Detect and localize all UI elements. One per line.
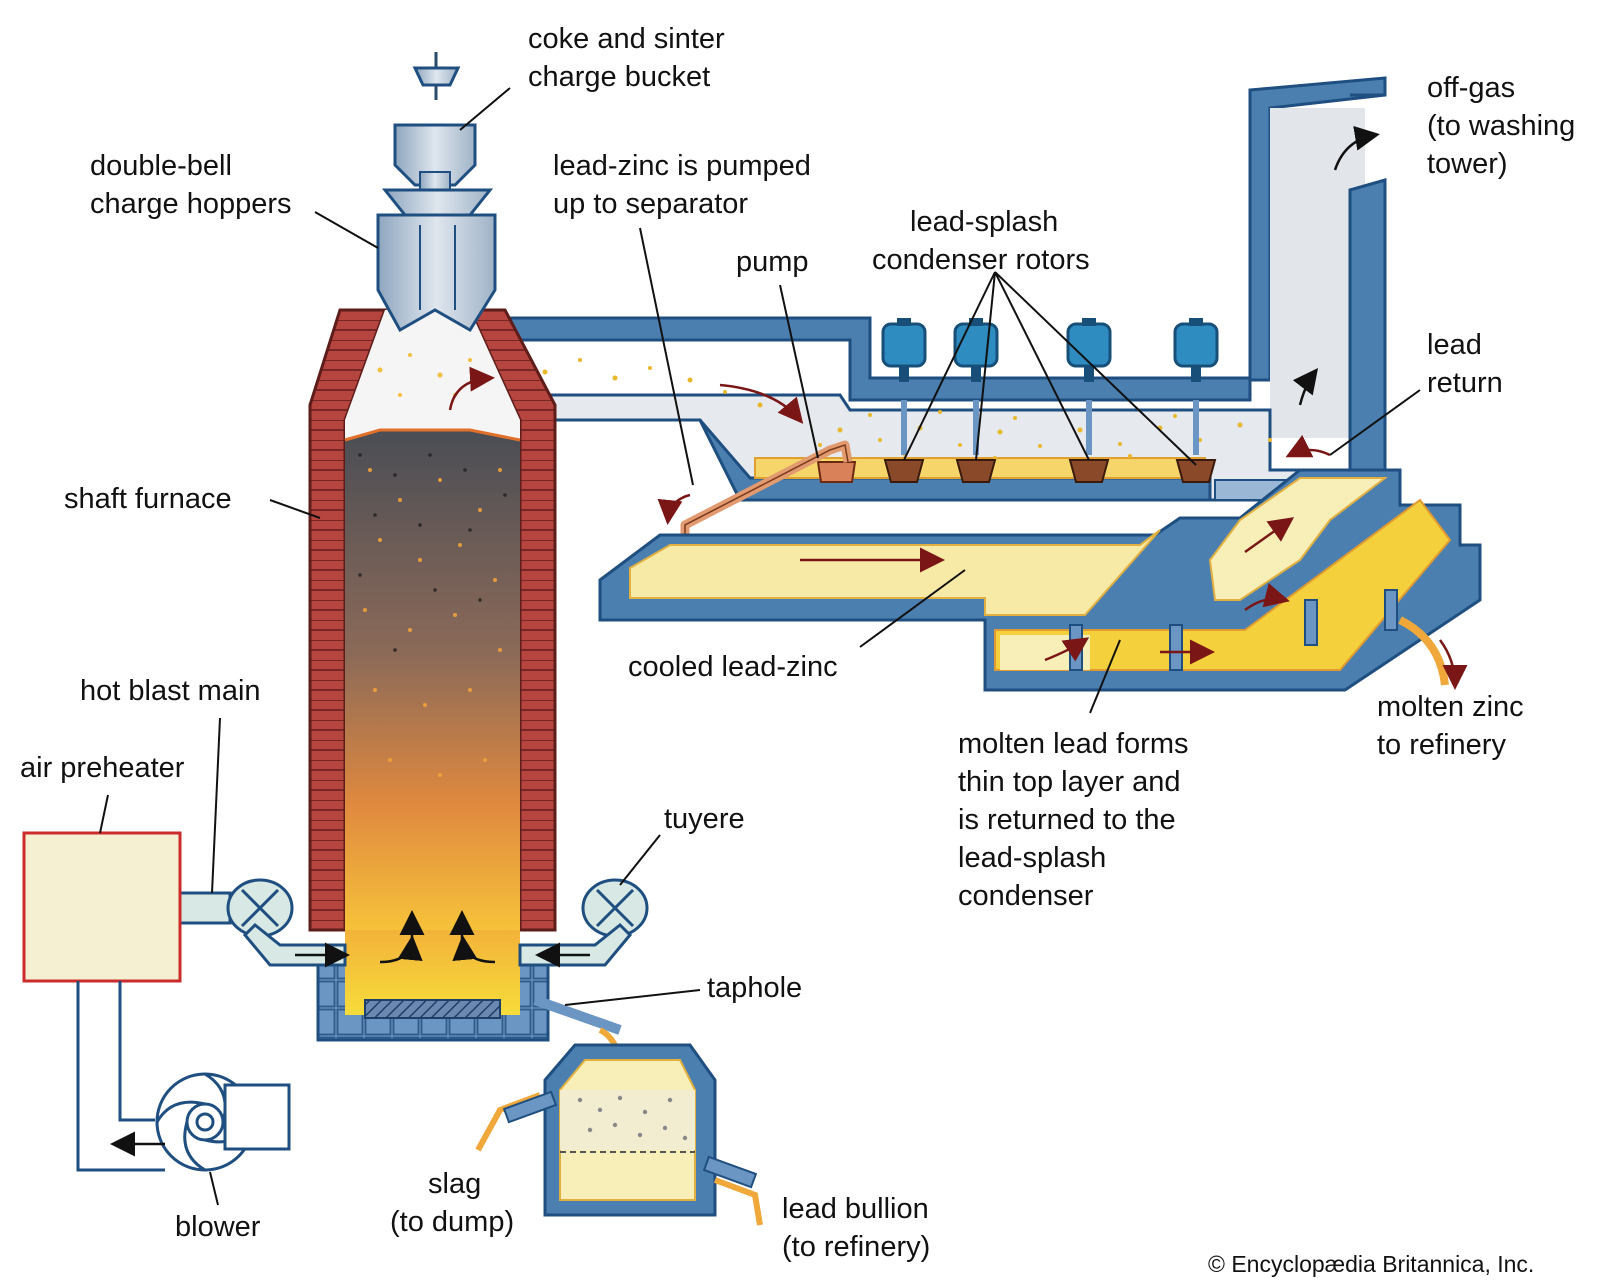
pump-label: pump [736,246,809,278]
charge-hoppers [376,52,497,333]
shaft-furnace-label: shaft furnace [64,483,232,515]
copyright-credit: © Encyclopædia Britannica, Inc. [1208,1251,1535,1277]
shaft-furnace-body [308,308,557,932]
hot-blast-label: hot blast main [80,675,261,707]
rotor-4 [1173,318,1219,483]
blower-label: blower [175,1211,261,1243]
slag-ladle [475,995,763,1226]
tuyere-label: tuyere [664,803,745,835]
slag-label: slag(to dump) [390,1168,515,1238]
air-preheater-box [22,831,182,983]
cooling-launder [598,125,1482,692]
air-preheater-label: air preheater [20,752,185,784]
furnace-hearth [316,910,550,1042]
blower-unit [76,981,291,1172]
taphole-label: taphole [707,972,803,1004]
rotor-1 [881,318,927,483]
offgas-duct [1248,76,1387,472]
lead-bullion-label: lead bullion(to refinery) [782,1193,931,1263]
rotor-3 [1066,318,1112,483]
leader-lines [99,87,1421,1206]
cooled-label: cooled lead-zinc [628,651,838,683]
